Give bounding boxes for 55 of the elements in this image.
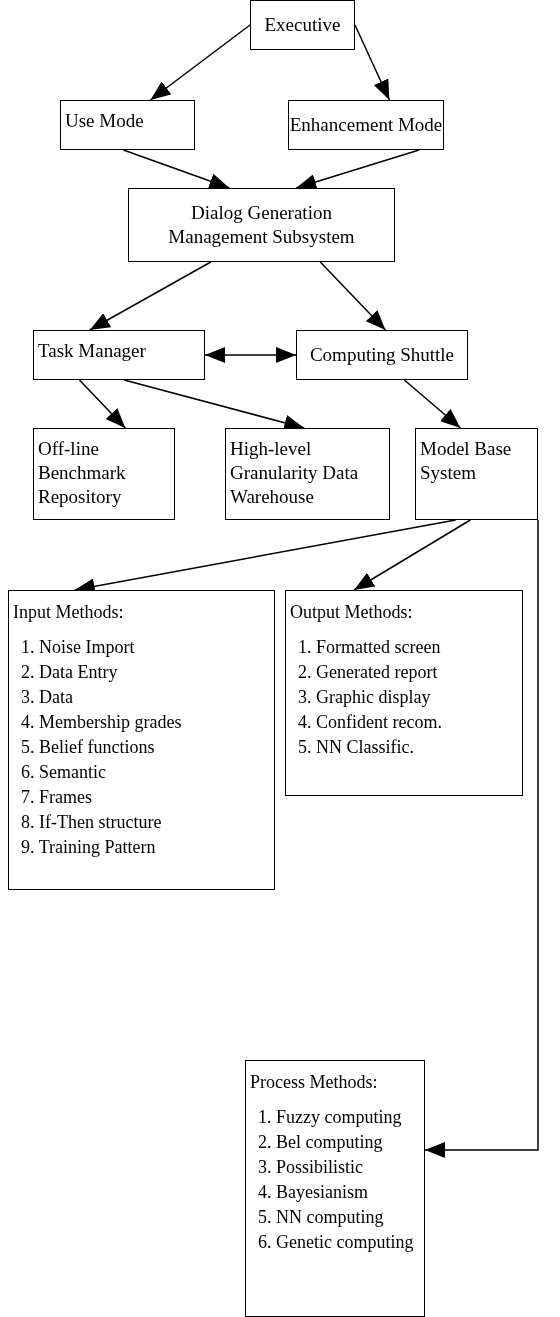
arrow xyxy=(149,24,251,101)
list-item: 4. Bayesianism xyxy=(257,1181,369,1204)
process-box xyxy=(128,188,395,262)
list-item: 9. Training Pattern xyxy=(20,836,157,859)
process-box xyxy=(33,330,205,380)
list-item: 6. Genetic computing xyxy=(257,1231,415,1254)
list-item: 4. Confident recom. xyxy=(297,711,443,734)
arrow xyxy=(354,24,391,101)
box-label: Dialog Generation Management Subsystem xyxy=(167,201,356,249)
list-box xyxy=(285,590,523,796)
list-item: 1. Fuzzy computing xyxy=(257,1106,403,1129)
list-heading: Output Methods: xyxy=(290,601,414,624)
list-item: 2. Bel computing xyxy=(257,1131,384,1154)
list-box xyxy=(8,590,275,890)
list-item: 5. NN computing xyxy=(257,1206,385,1229)
list-item: 3. Graphic display xyxy=(297,686,432,709)
list-item: 2. Generated report xyxy=(297,661,439,684)
process-box xyxy=(60,100,195,150)
process-box xyxy=(225,428,390,520)
box-label: Task Manager xyxy=(38,339,147,363)
process-box xyxy=(296,330,468,380)
list-item: 3. Data xyxy=(20,686,74,709)
list-item: 2. Data Entry xyxy=(20,661,119,684)
arrow xyxy=(353,519,472,591)
list-item: 5. Belief functions xyxy=(20,736,156,759)
list-item: 8. If-Then structure xyxy=(20,811,163,834)
list-item: 4. Membership grades xyxy=(20,711,183,734)
process-box xyxy=(415,428,538,520)
arrow xyxy=(403,379,462,429)
list-item: 3. Possibilistic xyxy=(257,1156,365,1179)
process-box xyxy=(288,100,444,150)
process-box xyxy=(33,428,175,520)
list-heading: Input Methods: xyxy=(13,601,125,624)
arrow xyxy=(424,519,539,1158)
box-label: Use Mode xyxy=(65,109,145,133)
arrow xyxy=(319,261,387,331)
list-item: 1. Noise Import xyxy=(20,636,136,659)
list-box xyxy=(245,1060,425,1317)
process-box xyxy=(250,0,355,50)
box-label: Computing Shuttle xyxy=(309,343,455,367)
box-label: Executive xyxy=(264,13,341,37)
list-item: 5. NN Classific. xyxy=(297,736,415,759)
list-item: 7. Frames xyxy=(20,786,93,809)
box-label: Enhancement Mode xyxy=(289,113,443,137)
arrow xyxy=(295,149,420,190)
arrow xyxy=(78,379,127,429)
box-label: Model Base System xyxy=(420,437,513,485)
box-label: Off-line Benchmark Repository xyxy=(38,437,127,509)
list-item: 6. Semantic xyxy=(20,761,107,784)
list-item: 1. Formatted screen xyxy=(297,636,442,659)
arrow xyxy=(204,347,297,363)
box-label: High-level Granularity Data Warehouse xyxy=(230,437,360,509)
list-heading: Process Methods: xyxy=(250,1071,379,1094)
arrow xyxy=(122,149,231,189)
arrow xyxy=(89,261,212,331)
